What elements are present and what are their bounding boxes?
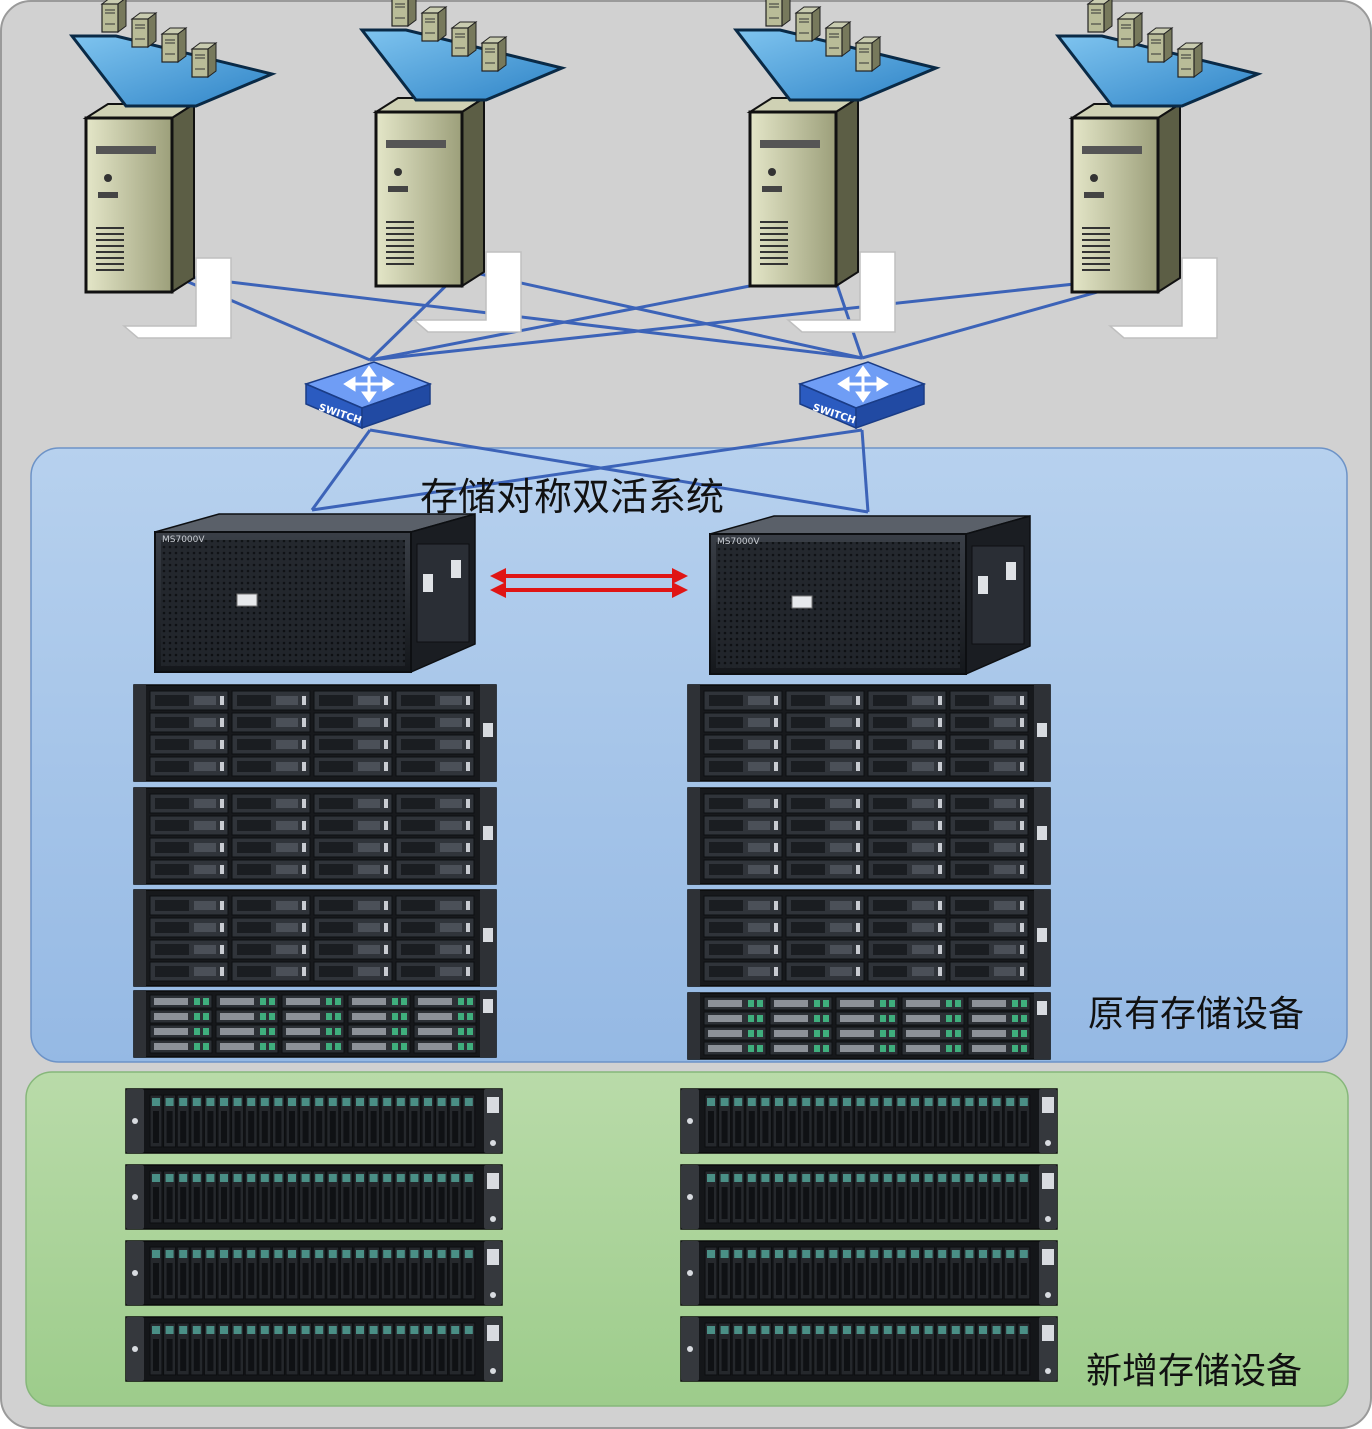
link-server4-switch-left <box>369 273 1159 362</box>
dense-disk-shelf <box>125 1316 503 1382</box>
dense-disk-shelf <box>680 1164 1058 1230</box>
storage-shelves <box>125 684 1058 1382</box>
disk-shelf <box>687 787 1051 885</box>
dense-disk-shelf <box>680 1088 1058 1154</box>
new-storage-label: 新增存储设备 <box>1086 1351 1303 1392</box>
disk-shelf <box>687 889 1051 987</box>
link-switch-right-controller-right <box>860 429 870 513</box>
dense-disk-shelf <box>125 1088 503 1154</box>
controller-right: MS7000V <box>709 515 1031 675</box>
dense-disk-shelf <box>125 1164 503 1230</box>
disk-shelf <box>133 684 497 782</box>
link-server2-switch-right <box>461 268 863 360</box>
existing-storage-label: 原有存储设备 <box>1088 994 1305 1035</box>
disk-shelf <box>133 889 497 987</box>
disk-shelf <box>687 992 1051 1060</box>
dense-disk-shelf <box>680 1240 1058 1306</box>
link-switch-left-controller-left <box>310 429 372 511</box>
controller-left: MS7000V <box>154 513 476 673</box>
dense-disk-shelf <box>125 1240 503 1306</box>
link-switch-right-controller-left <box>311 428 863 512</box>
controller-model-label: MS7000V <box>717 537 760 547</box>
link-switch-left-controller-right <box>369 428 869 514</box>
disk-shelf <box>133 787 497 885</box>
dense-disk-shelf <box>680 1316 1058 1382</box>
controller-model-label: MS7000V <box>162 535 205 545</box>
system-title: 存储对称双活系统 <box>420 475 725 519</box>
disk-shelf <box>133 990 497 1058</box>
replication-arrows <box>490 568 688 598</box>
disk-shelf <box>687 684 1051 782</box>
